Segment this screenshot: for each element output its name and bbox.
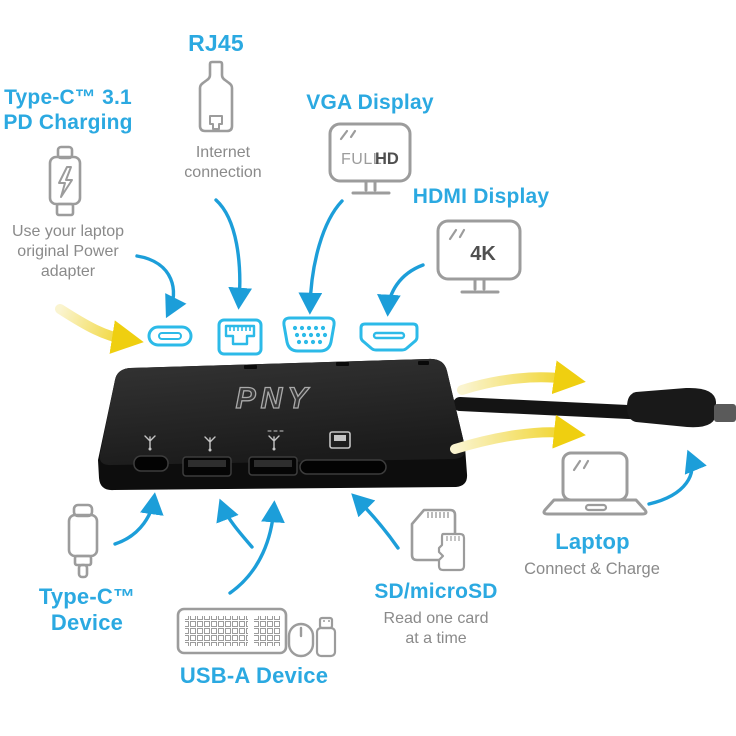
usba-device-label: USB-A Device — [179, 663, 329, 688]
sd-label: SD/microSD — [374, 580, 498, 603]
hdmi-screen-text: 4K — [470, 243, 496, 265]
cable-connector — [627, 387, 716, 428]
power-connector-icon — [48, 145, 82, 217]
mouse-icon — [287, 622, 315, 658]
rj45-port-icon — [217, 318, 263, 356]
vga-port-icon — [282, 316, 336, 353]
hub-usba-port-2 — [248, 456, 298, 476]
vga-screen-text-bold: HD — [375, 150, 399, 168]
hdmi-monitor-icon: 4K — [436, 219, 522, 294]
pd-charging-label: Type-C™ 3.1 PD Charging — [3, 86, 133, 134]
usbc-port-icon — [147, 325, 193, 347]
microsd-card-icon — [437, 532, 466, 572]
brand-logo: PNY — [236, 382, 313, 415]
pd-charging-note: Use your laptop original Power adapter — [11, 223, 125, 280]
sd-card-icon — [410, 508, 466, 572]
hub-sd-slot — [299, 459, 387, 475]
laptop-label: Laptop — [555, 529, 630, 554]
rj45-note: Internet connection — [184, 144, 262, 181]
keyboard-icon — [176, 607, 288, 655]
hub-usba-port-1 — [182, 456, 232, 477]
rj45-label: RJ45 — [188, 30, 244, 56]
usbc-cable — [453, 397, 655, 420]
usb-glyph-icons — [144, 430, 284, 452]
sd-note: Read one card at a time — [383, 610, 489, 647]
vga-display-label: VGA Display — [306, 91, 434, 114]
laptop-icon — [542, 451, 648, 516]
vga-monitor-icon: FULL HD — [328, 122, 412, 195]
vga-screen-text-light: FULL — [341, 151, 382, 168]
typec-connector-icon — [67, 503, 99, 579]
usb-drive-icon — [315, 616, 337, 658]
usbc-plug-tip — [714, 404, 736, 422]
hub-device: PNY — [98, 358, 736, 491]
hdmi-display-label: HDMI Display — [412, 185, 550, 208]
hdmi-port-icon — [359, 322, 419, 352]
laptop-note: Connect & Charge — [524, 560, 660, 578]
hub-usbc-port — [133, 455, 169, 472]
rj45-plug-icon — [198, 60, 234, 133]
sd-glyph-icon — [329, 431, 351, 449]
typec-device-label: Type-C™ Device — [38, 584, 136, 635]
